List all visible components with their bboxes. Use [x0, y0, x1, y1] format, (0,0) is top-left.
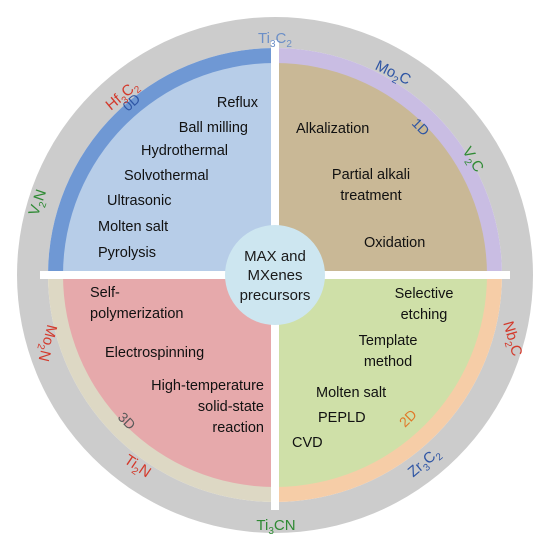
method-2d-7: CVD: [292, 435, 323, 451]
ring-label-nb2c: Nb2C: [496, 319, 525, 359]
quadrant-1d-fill: [275, 63, 487, 275]
svg-text:Ti3C2: Ti3C2: [258, 30, 292, 50]
method-0d-3: Hydrothermal: [141, 143, 228, 159]
method-3d-6: reaction: [212, 420, 264, 436]
method-2d-5: Molten salt: [316, 385, 386, 401]
method-1d-3: treatment: [340, 188, 401, 204]
method-2d-6: PEPLD: [318, 410, 366, 426]
method-0d-5: Ultrasonic: [107, 193, 171, 209]
svg-text:V2N: V2N: [25, 187, 53, 218]
method-0d-4: Solvothermal: [124, 168, 209, 184]
center-line-1: MAX and: [244, 248, 306, 265]
method-1d-2: Partial alkali: [332, 167, 410, 183]
center-circle: [225, 225, 325, 325]
ring-label-mo2n: Mo2N: [32, 322, 60, 363]
method-3d-1: Self-: [90, 285, 120, 301]
method-0d-1: Reflux: [217, 95, 259, 111]
method-0d-2: Ball milling: [179, 120, 248, 136]
method-2d-1: Selective: [395, 286, 454, 302]
method-0d-6: Molten salt: [98, 219, 168, 235]
method-1d-4: Oxidation: [364, 235, 425, 251]
method-3d-2: polymerization: [90, 306, 184, 322]
center-line-3: precursors: [240, 287, 311, 304]
quadrant-3d-fill: [63, 275, 275, 487]
quadrant-2d-fill: [275, 275, 487, 487]
method-2d-4: method: [364, 354, 412, 370]
method-3d-5: solid-state: [198, 399, 264, 415]
method-3d-3: Electrospinning: [105, 345, 204, 361]
ring-label-ti3cn: Ti3CN: [256, 517, 295, 537]
method-1d-1: Alkalization: [296, 121, 369, 137]
svg-text:Nb2C: Nb2C: [496, 319, 525, 359]
svg-text:Mo2N: Mo2N: [32, 322, 60, 363]
method-2d-2: etching: [401, 307, 448, 323]
svg-text:Ti3CN: Ti3CN: [256, 517, 295, 537]
ring-label-ti3c2: Ti3C2: [258, 30, 292, 50]
quadrant-0d-fill: [63, 63, 275, 275]
method-0d-7: Pyrolysis: [98, 245, 156, 261]
method-2d-3: Template: [359, 333, 418, 349]
center-line-2: MXenes: [247, 267, 302, 284]
ring-label-v2n: V2N: [25, 187, 53, 218]
method-3d-4: High-temperature: [151, 378, 264, 394]
